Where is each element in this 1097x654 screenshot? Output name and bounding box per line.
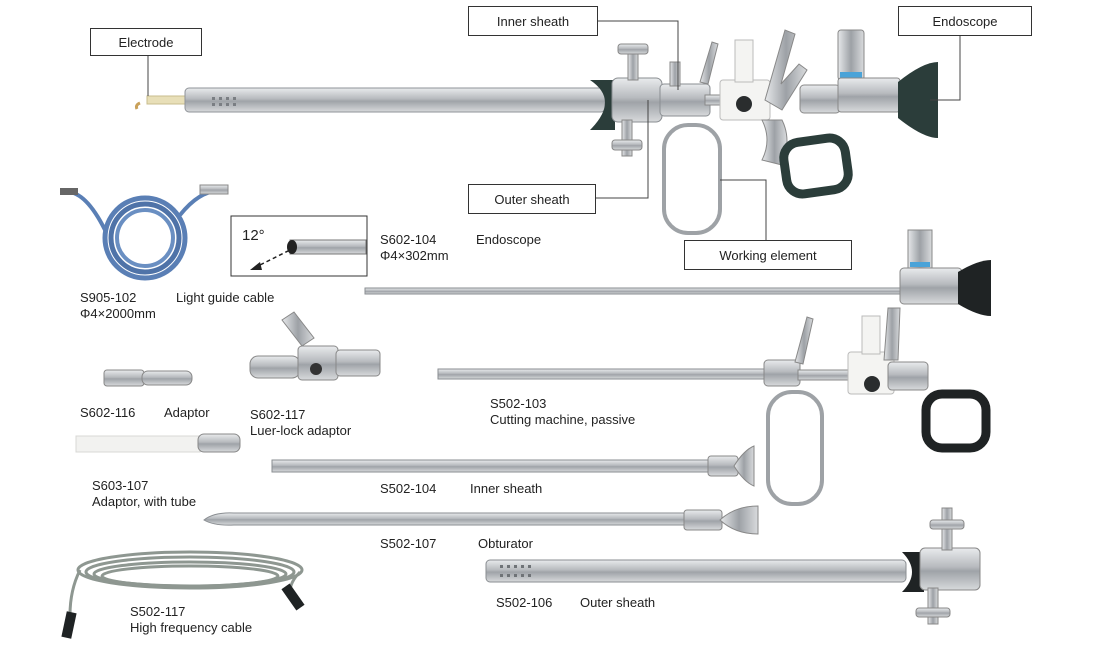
working-element-passive — [437, 307, 991, 506]
callout-working-element-text: Working element — [719, 247, 817, 263]
label-s905-102-name: Light guide cable — [176, 290, 275, 305]
label-s502-104-code: S502-104 — [380, 481, 437, 496]
label-s502-103-code: S502-103 — [490, 396, 547, 411]
label-s502-117-name: High frequency cable — [130, 620, 253, 635]
callout-electrode-text: Electrode — [118, 34, 174, 50]
luer-lock-adaptor — [249, 311, 381, 381]
angle-inset — [230, 215, 368, 277]
label-s602-104-spec: Φ4×302mm — [380, 248, 449, 263]
label-s602-117-code: S602-117 — [250, 407, 306, 422]
electrode-loop — [134, 101, 141, 110]
callout-electrode: Electrode — [90, 28, 202, 56]
adaptor-s602-116 — [103, 369, 193, 387]
adaptor-with-tube — [75, 433, 241, 453]
callout-outer-sheath: Outer sheath — [468, 184, 596, 214]
callout-endoscope: Endoscope — [898, 6, 1032, 36]
high-frequency-cable — [68, 550, 304, 616]
assembled-resectoscope — [134, 29, 938, 235]
label-s602-104-name: Endoscope — [476, 232, 542, 247]
callout-outer-sheath-text: Outer sheath — [494, 191, 570, 207]
endoscope-eyepiece — [898, 62, 938, 138]
sheath-cup — [590, 80, 615, 130]
electrode-tip — [146, 95, 188, 105]
label-s502-117-code: S502-117 — [130, 604, 186, 619]
light-guide-cable — [60, 184, 229, 281]
thumb-ring-black — [921, 389, 991, 453]
callout-inner-sheath-text: Inner sheath — [496, 13, 570, 29]
label-s905-102-code: S905-102 — [80, 290, 137, 305]
label-s502-107-name: Obturator — [478, 536, 533, 551]
callout-endoscope-text: Endoscope — [932, 13, 998, 29]
endoscope-optic — [364, 229, 991, 316]
label-s603-107-code: S603-107 — [92, 478, 149, 493]
label-s502-103-name: Cutting machine, passive — [490, 412, 636, 427]
label-s602-104-code: S602-104 — [380, 232, 437, 247]
finger-loop — [662, 123, 722, 235]
label-s602-116-name: Adaptor — [164, 405, 210, 420]
label-s905-102-spec: Φ4×2000mm — [80, 306, 156, 321]
label-s602-117-name: Luer-lock adaptor — [250, 423, 352, 438]
outer-sheath-tube — [184, 87, 606, 113]
label-s502-106-code: S502-106 — [496, 595, 553, 610]
outer-sheath-part — [485, 507, 981, 625]
angle-label: 12° — [242, 227, 265, 244]
inner-sheath-part — [271, 445, 755, 487]
thumb-ring — [779, 133, 853, 199]
label-s502-106-name: Outer sheath — [580, 595, 656, 610]
callout-working-element: Working element — [684, 240, 852, 270]
obturator-part — [203, 505, 759, 535]
callout-inner-sheath: Inner sheath — [468, 6, 598, 36]
label-s502-104-name: Inner sheath — [470, 481, 543, 496]
label-s502-107-code: S502-107 — [380, 536, 437, 551]
label-s603-107-name: Adaptor, with tube — [92, 494, 197, 509]
label-s602-116-code: S602-116 — [80, 405, 136, 420]
